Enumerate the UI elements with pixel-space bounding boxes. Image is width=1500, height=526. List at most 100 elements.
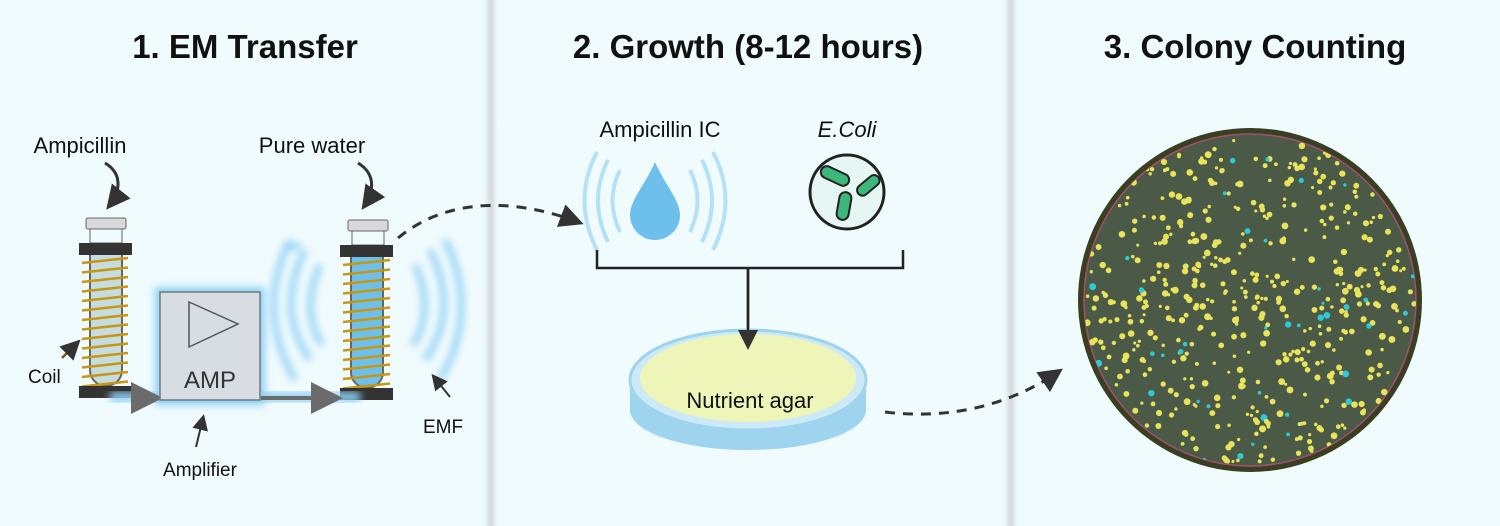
colony — [1211, 331, 1217, 337]
colony — [1231, 395, 1237, 400]
colony — [1292, 162, 1298, 167]
colony — [1342, 370, 1350, 378]
colony — [1123, 390, 1130, 397]
colony — [1168, 412, 1175, 418]
colony — [1249, 413, 1254, 417]
colony — [1255, 409, 1259, 414]
colony — [1192, 176, 1198, 182]
colony — [1321, 301, 1325, 305]
colony — [1303, 329, 1307, 333]
colony — [1104, 366, 1108, 371]
colony — [1263, 296, 1268, 301]
colony — [1260, 296, 1264, 301]
colony — [1376, 372, 1381, 377]
colony — [1230, 269, 1237, 276]
colony — [1260, 340, 1267, 347]
colony — [1317, 314, 1324, 321]
colony — [1356, 301, 1363, 307]
colony — [1153, 241, 1158, 246]
colony — [1380, 285, 1387, 291]
colony — [1382, 262, 1387, 267]
colony — [1114, 382, 1119, 387]
colony — [1386, 287, 1393, 294]
pure-water-tube — [340, 219, 393, 400]
colony — [1366, 323, 1372, 329]
colony — [1311, 307, 1318, 313]
colony — [1189, 341, 1195, 347]
colony — [1341, 402, 1347, 409]
amp-label: AMP — [184, 367, 236, 394]
colony — [1105, 267, 1112, 274]
colony — [1279, 237, 1287, 245]
colony — [1160, 353, 1165, 358]
colony — [1343, 312, 1349, 318]
colony — [1282, 203, 1287, 208]
colony — [1274, 162, 1278, 167]
colony — [1336, 266, 1341, 271]
colony — [1360, 316, 1367, 323]
colony — [1299, 356, 1304, 362]
colony — [1168, 191, 1176, 198]
colony — [1247, 350, 1251, 354]
colony — [1340, 423, 1345, 427]
colony — [1089, 270, 1093, 274]
colony — [1361, 408, 1367, 413]
colony — [1155, 422, 1162, 429]
colony — [1298, 163, 1306, 171]
colony — [1167, 293, 1171, 297]
colony — [1155, 409, 1163, 417]
colony — [1127, 313, 1132, 318]
colony — [1336, 364, 1343, 371]
colony — [1218, 257, 1223, 263]
panel-divider — [484, 0, 498, 526]
colony — [1240, 286, 1244, 290]
colony — [1314, 374, 1321, 381]
coil-label: Coil — [28, 367, 61, 388]
colony — [1215, 403, 1221, 409]
colony — [1212, 263, 1218, 269]
colony — [1220, 281, 1226, 287]
colony — [1181, 198, 1188, 205]
colony — [1284, 313, 1289, 319]
water-drop-icon — [582, 151, 728, 251]
colony — [1269, 398, 1276, 405]
colony — [1214, 255, 1218, 260]
colony — [1301, 361, 1308, 368]
colony — [1299, 421, 1304, 426]
colony — [1317, 156, 1321, 160]
colony — [1182, 263, 1189, 270]
colony — [1144, 423, 1150, 428]
arrow-icon — [431, 373, 451, 398]
colony — [1169, 232, 1173, 236]
arrow-icon — [357, 161, 386, 210]
colony — [1328, 185, 1333, 190]
colony — [1161, 290, 1169, 297]
colony — [1303, 228, 1308, 232]
colony — [1091, 305, 1097, 311]
colony — [1151, 215, 1157, 220]
colony — [1205, 216, 1212, 223]
colony — [1307, 438, 1313, 445]
colony — [1262, 163, 1268, 169]
colony — [1252, 276, 1259, 283]
colony — [1259, 425, 1267, 433]
colony — [1275, 295, 1283, 303]
colony — [1171, 318, 1175, 323]
colony — [1194, 404, 1198, 408]
colony — [1199, 303, 1207, 310]
colony — [1258, 314, 1265, 321]
colony — [1118, 230, 1126, 238]
colony — [1265, 157, 1270, 162]
colony — [1125, 255, 1130, 261]
arrow-icon — [104, 161, 131, 210]
colony — [1280, 280, 1287, 287]
colony — [1224, 257, 1231, 263]
colony — [1142, 299, 1148, 305]
colony — [1119, 333, 1126, 340]
colony — [1159, 214, 1166, 221]
colony — [1249, 271, 1255, 276]
colony — [1344, 204, 1351, 211]
colony — [1395, 308, 1399, 313]
colony — [1285, 412, 1290, 417]
colony — [1395, 259, 1400, 263]
